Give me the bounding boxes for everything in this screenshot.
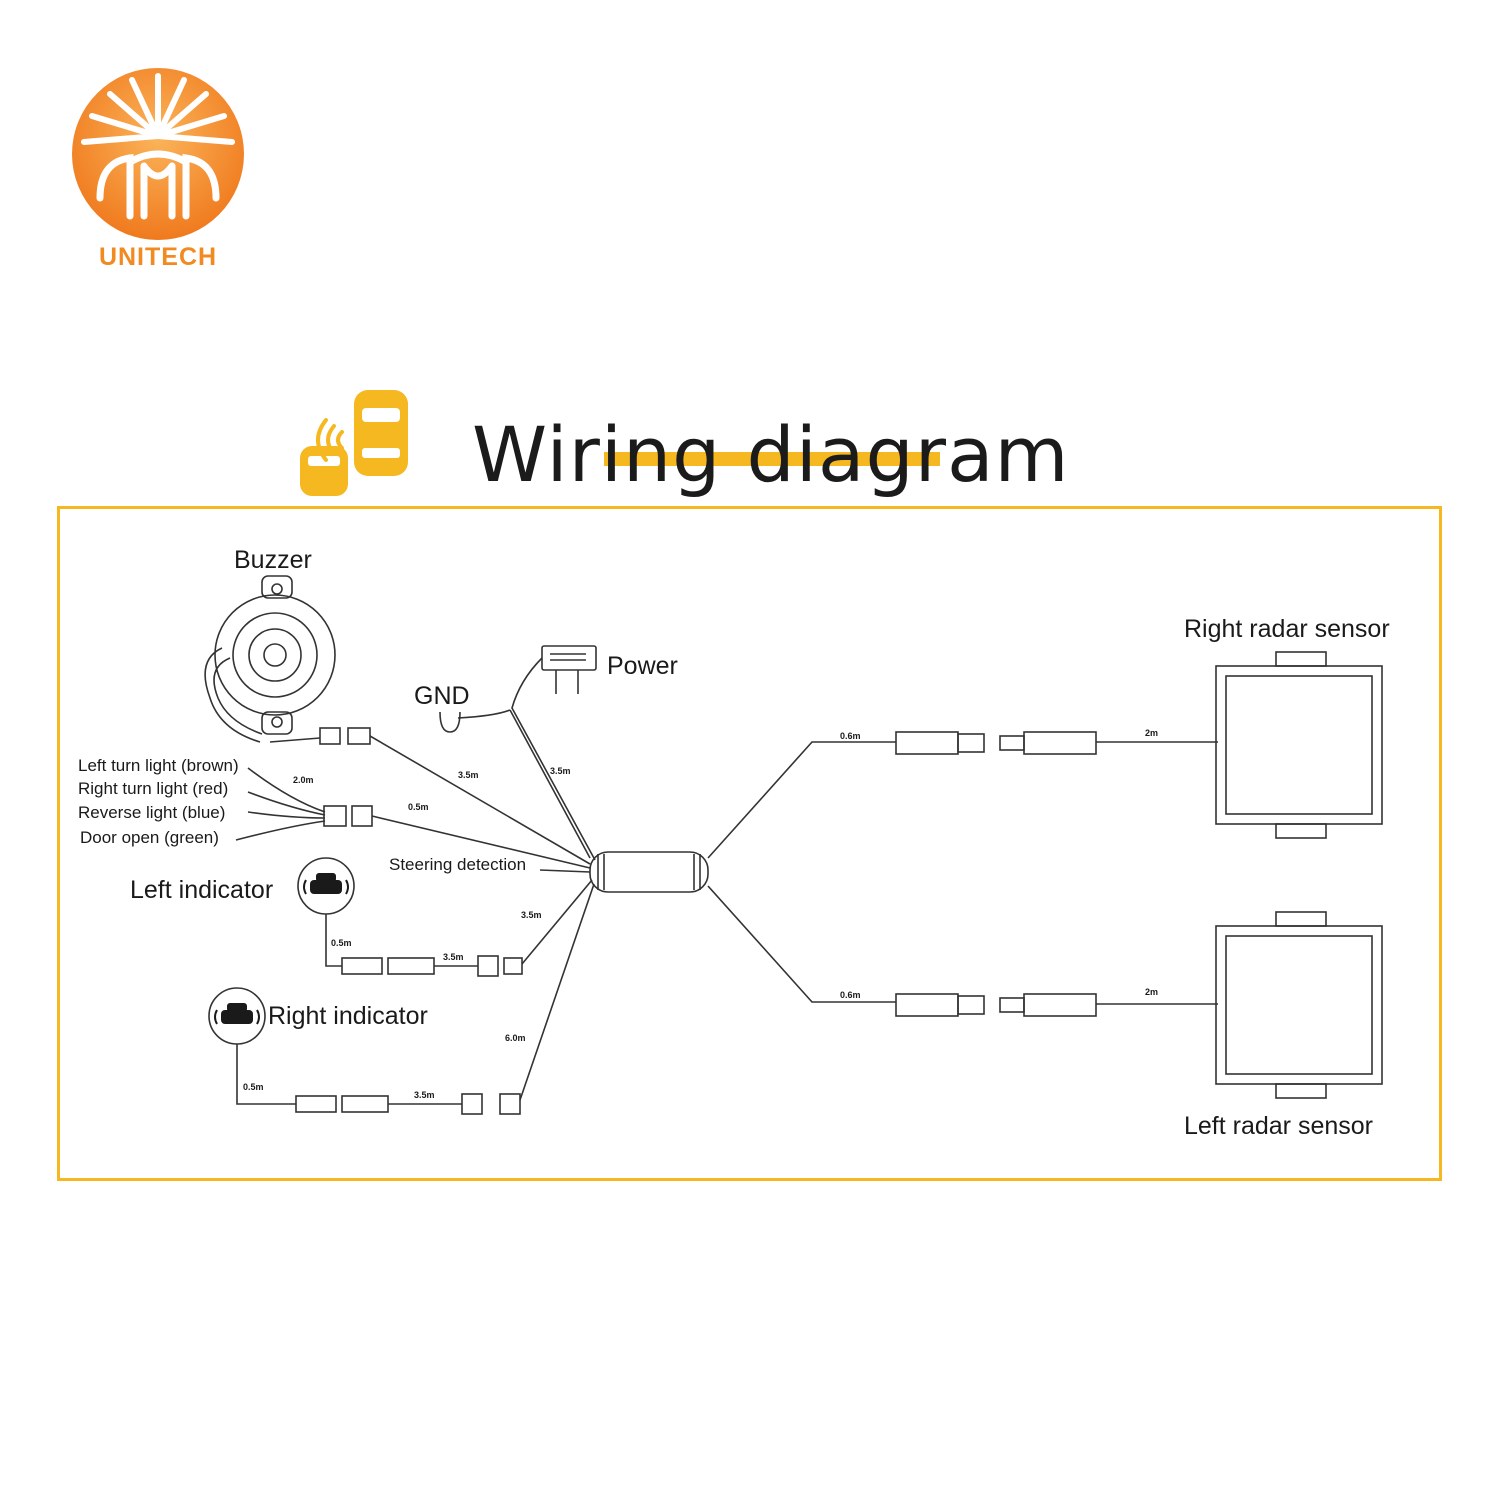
steering-detection-label: Steering detection: [389, 855, 527, 874]
title-underline: [604, 452, 940, 466]
gnd-label: GND: [414, 682, 470, 710]
buzzer-device: [204, 575, 336, 743]
cable-length-label: 3.5m: [414, 1090, 435, 1100]
power-plug: [511, 645, 597, 861]
cable-length-label: 3.5m: [550, 766, 571, 776]
cable-length-label: 0.5m: [243, 1082, 264, 1092]
cable-length-label: 6.0m: [505, 1033, 526, 1043]
cable-length-label: 0.5m: [331, 938, 352, 948]
right-indicator-label: Right indicator: [268, 1002, 428, 1030]
left-radar-label: Left radar sensor: [1184, 1112, 1373, 1140]
left-indicator-label: Left indicator: [130, 876, 274, 904]
page-title: Wiring diagram: [472, 410, 1070, 499]
cable-length-label: 3.5m: [443, 952, 464, 962]
cable-length-label: 3.5m: [521, 910, 542, 920]
cable-length-label: 3.5m: [458, 770, 479, 780]
brand-name: UNITECH: [98, 243, 218, 271]
car-sensor-icon: [221, 873, 342, 1024]
signal-wire-label: Door open (green): [80, 828, 219, 847]
power-label: Power: [607, 652, 678, 680]
unitech-logo: [72, 68, 244, 240]
cable-length-label: 2m: [1145, 728, 1159, 738]
cable-length-label: 0.6m: [840, 731, 861, 741]
cable-length-label: 0.5m: [408, 802, 429, 812]
signal-wire-label: Right turn light (red): [78, 779, 229, 798]
buzzer-label: Buzzer: [234, 546, 312, 574]
control-module: [589, 851, 709, 893]
cable-length-label: 0.6m: [840, 990, 861, 1000]
signal-wire-label: Reverse light (blue): [78, 803, 226, 822]
diagram-frame: [57, 506, 1442, 1181]
signal-wire-label: Left turn light (brown): [78, 756, 239, 775]
gnd-terminal: [439, 709, 591, 859]
cable-length-label: 2m: [1145, 987, 1159, 997]
cable-length-label: 2.0m: [293, 775, 314, 785]
parking-cars-icon: [300, 390, 408, 496]
right-radar-label: Right radar sensor: [1184, 615, 1390, 643]
